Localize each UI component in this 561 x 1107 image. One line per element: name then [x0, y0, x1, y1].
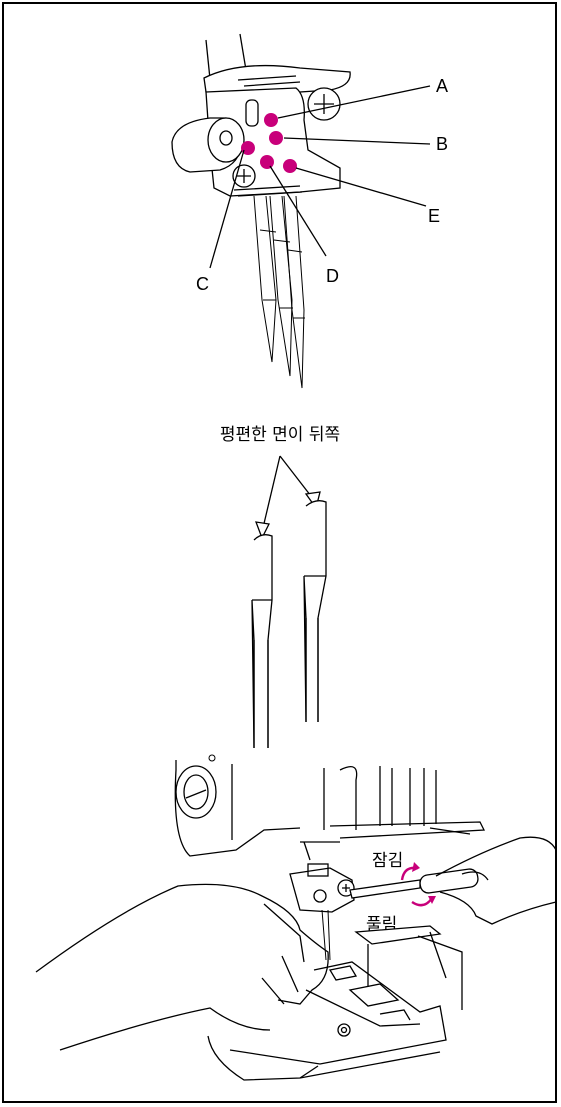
- flat-side-caption: 평편한 면이 뒤쪽: [220, 425, 340, 445]
- needle-install-scene: 잠김 풀림: [35, 754, 557, 1081]
- label-e: E: [428, 206, 440, 226]
- needle-position-marker: [269, 131, 283, 145]
- needle-orientation-diagram: 평편한 면이 뒤쪽: [220, 425, 340, 749]
- needle-position-marker: [264, 113, 278, 127]
- needle-position-marker: [241, 141, 255, 155]
- rotate-arrow-icon: [411, 897, 433, 907]
- label-c: C: [196, 274, 209, 294]
- needle-position-marker: [283, 159, 297, 173]
- tighten-label: 잠김: [372, 851, 403, 871]
- needle-position-marker: [260, 155, 274, 169]
- label-a: A: [436, 76, 448, 96]
- needle-clamp-diagram: A B E C D: [171, 33, 448, 389]
- label-d: D: [326, 266, 339, 286]
- label-b: B: [436, 134, 448, 154]
